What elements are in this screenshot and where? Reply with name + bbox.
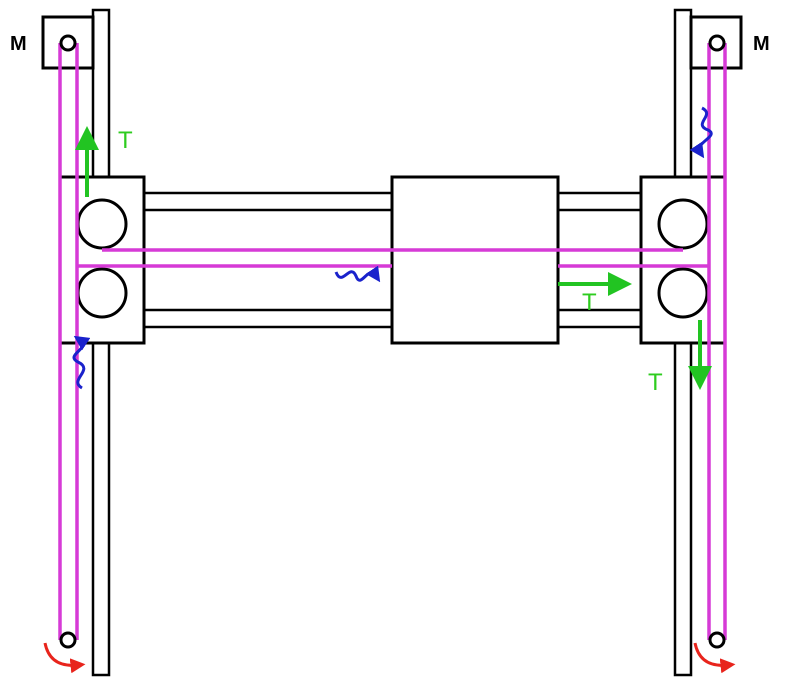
idler-pulley-right-bottom xyxy=(708,631,726,649)
center-carriage xyxy=(390,175,560,345)
slack-arrow-right xyxy=(689,106,713,159)
pulley-right-upper xyxy=(657,198,709,250)
belt xyxy=(58,43,727,640)
slack-arrow-left xyxy=(72,335,91,390)
pulley-left-upper xyxy=(76,198,128,250)
idler-pulley-left-bottom xyxy=(59,631,77,649)
motor-box-left xyxy=(41,15,95,70)
rotation-arrow-left xyxy=(43,642,86,674)
motor-pulley-left xyxy=(59,34,77,52)
pulleys xyxy=(76,198,709,319)
motor-pulley-right xyxy=(708,34,726,52)
pulley-right-lower xyxy=(657,267,709,319)
tension-label-left: T xyxy=(118,127,133,154)
tension-label-center: T xyxy=(582,289,597,316)
idler-pulleys xyxy=(59,34,726,649)
tension-label-right: T xyxy=(648,369,663,396)
slack-arrow-center xyxy=(334,265,381,283)
motor-label-right: M xyxy=(753,33,770,55)
motor-label-left: M xyxy=(10,33,27,55)
pulley-left-lower xyxy=(76,267,128,319)
rotation-arrow-right xyxy=(693,642,736,674)
